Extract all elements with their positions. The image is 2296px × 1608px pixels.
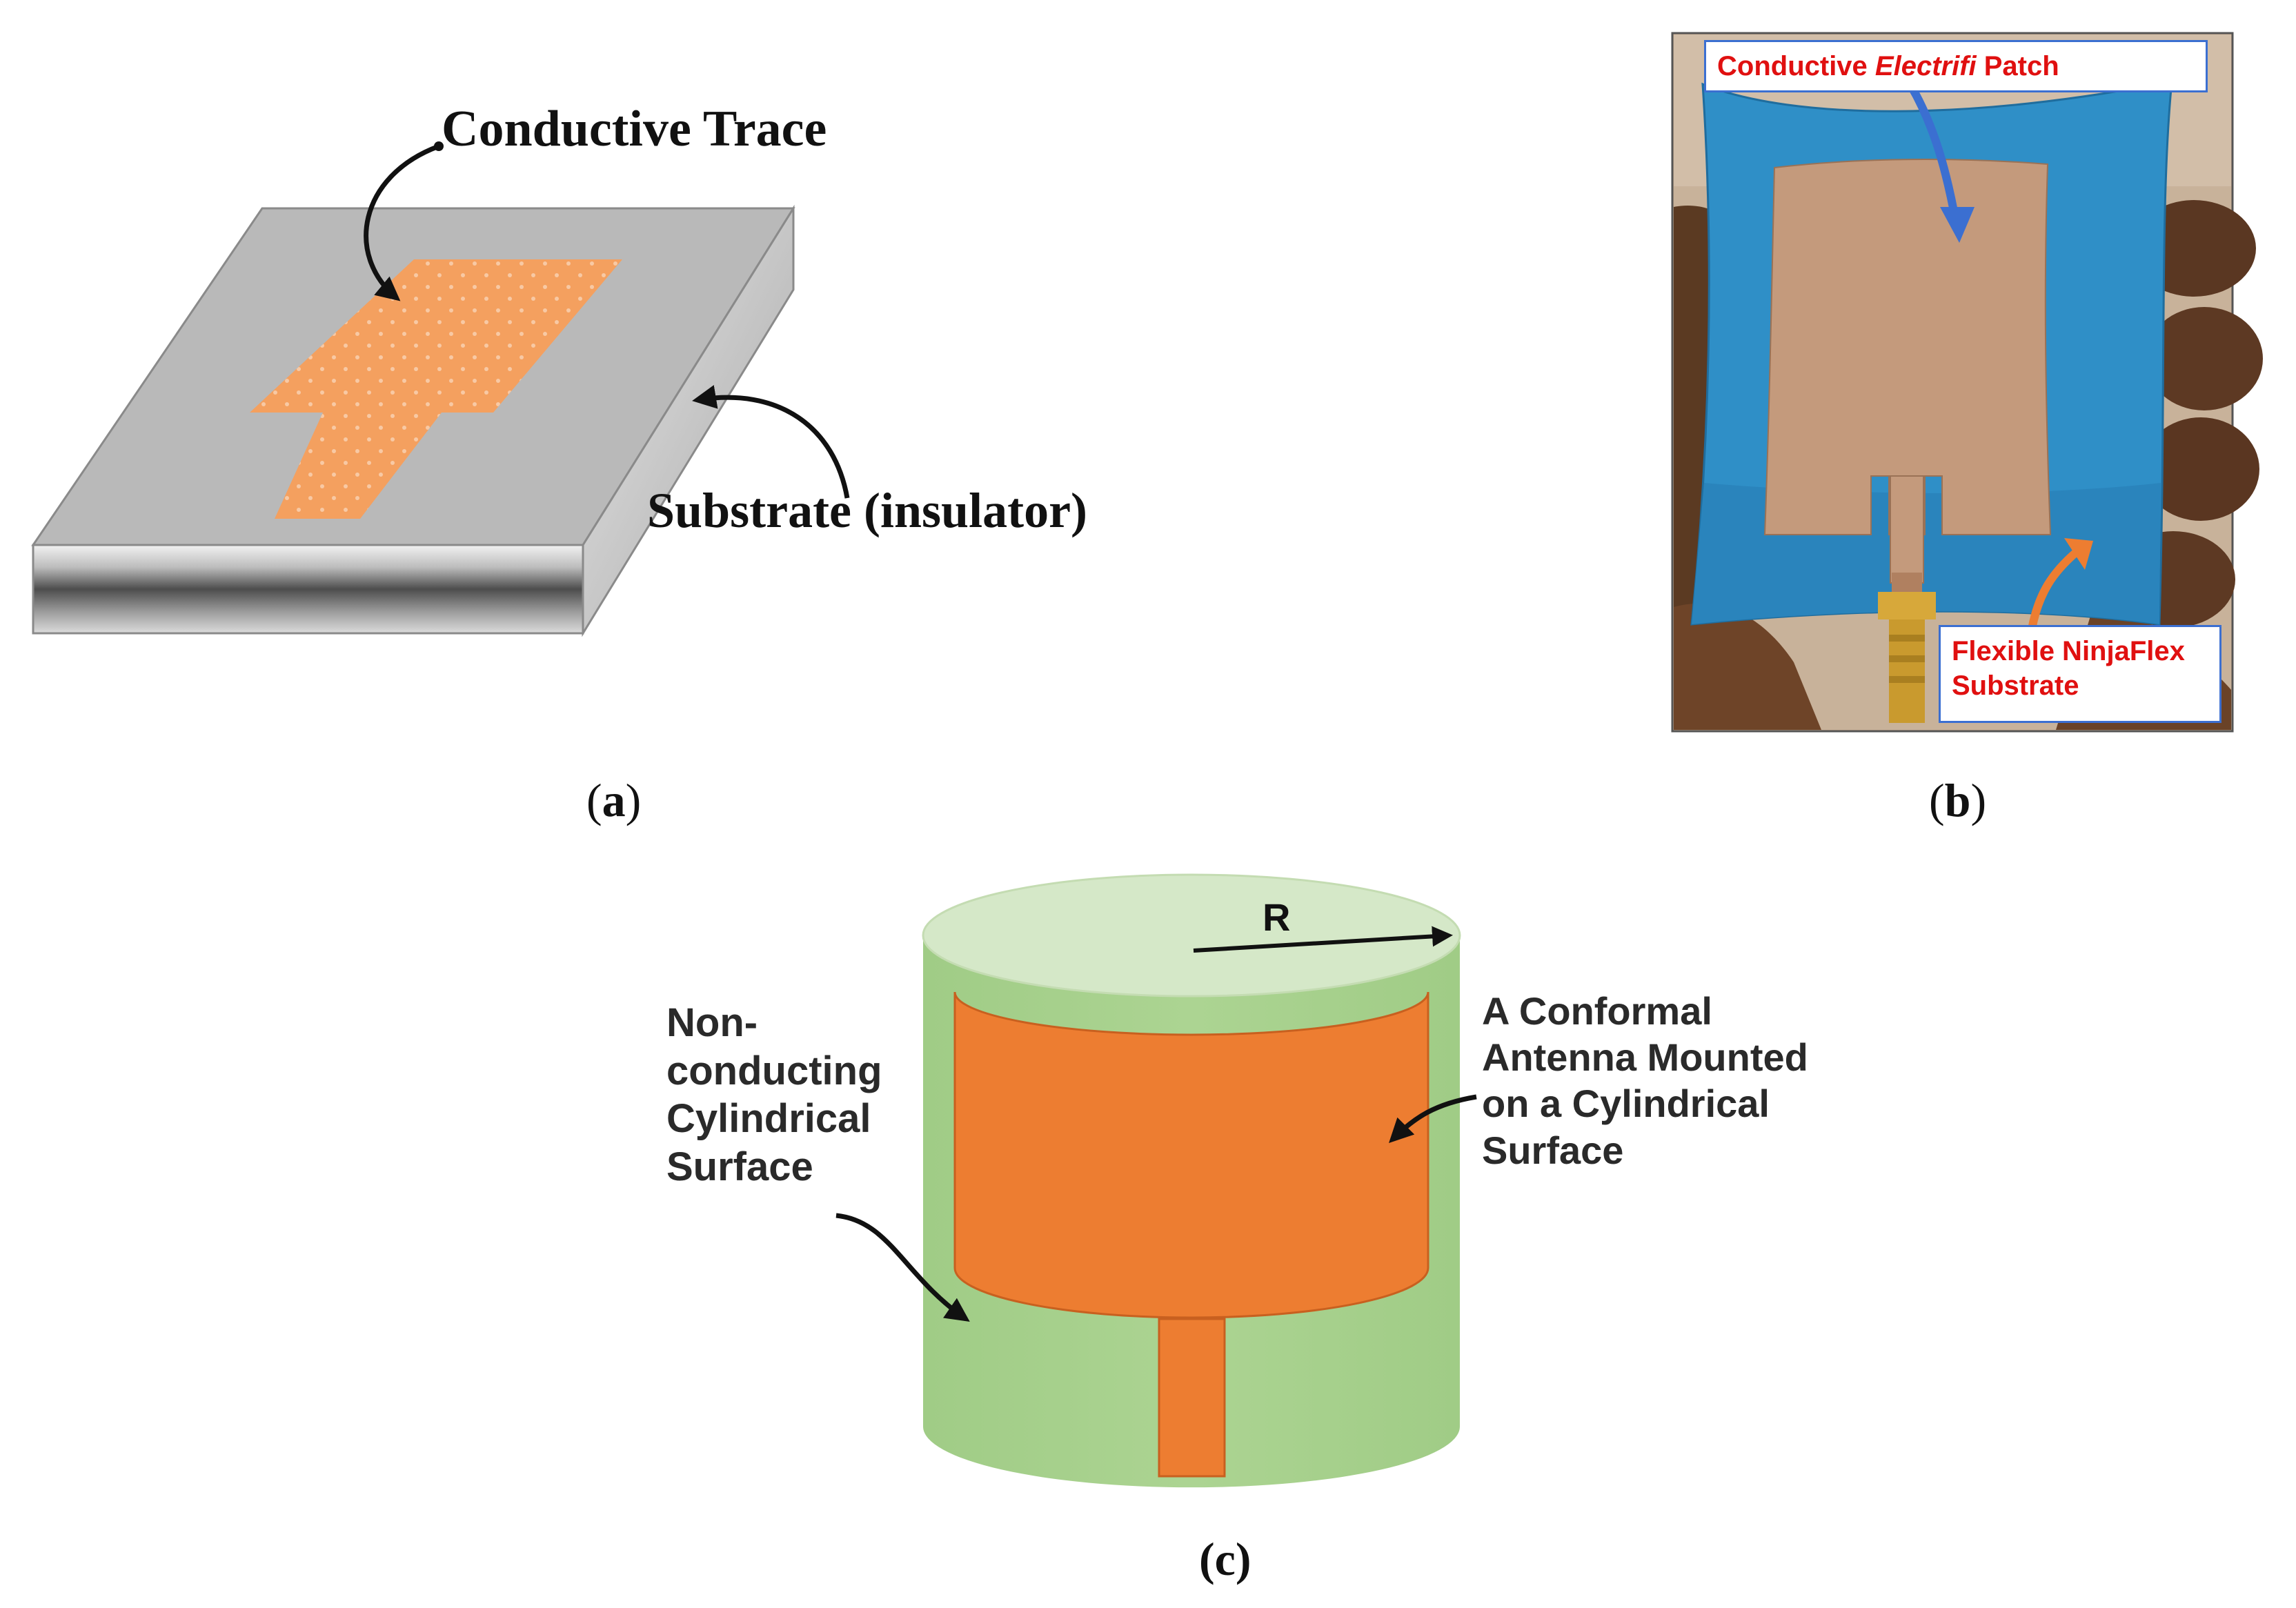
antenna-feed-line [1158,1318,1226,1478]
conductive-trace-label: Conductive Trace [442,101,827,157]
right-label-arrow [1389,1094,1477,1143]
panel-c-cylinder [922,873,1461,1488]
ninjaflex-substrate-callout: Flexible NinjaFlex Substrate [1939,625,2221,723]
substrate-front-face [32,544,584,635]
caption-b: (b) [1929,774,1987,826]
label-line: Surface [1482,1128,1624,1172]
radius-label: R [1263,895,1291,939]
radius-arrow [1193,926,1453,953]
electrifi-patch-callout: Conductive Electrifi Patch [1704,40,2208,92]
label-line: Cylindrical [666,1096,871,1142]
callout-line: Substrate [1952,671,2079,701]
label-line: Surface [666,1144,813,1189]
cylinder-top [922,873,1461,997]
label-line: A Conformal [1482,989,1712,1033]
label-line: Antenna Mounted [1482,1035,1808,1080]
trace-arrow [364,143,440,301]
caption-a: (a) [586,774,642,826]
substrate-arrow [692,385,850,499]
left-label-arrow [835,1213,970,1322]
conformal-antenna-patch [953,991,1429,1319]
conformal-antenna-label: A Conformal Antenna Mounted on a Cylindr… [1482,988,1808,1173]
label-line: on a Cylindrical [1482,1082,1770,1126]
non-conducting-label: Non- conducting Cylindrical Surface [666,999,882,1191]
callout-line: Flexible NinjaFlex [1952,636,2185,666]
substrate-label: Substrate (insulator) [647,483,1088,538]
electrifi-patch [1763,159,2052,535]
substrate-orange-arrow [2028,548,2079,631]
caption-c: (c) [1199,1533,1251,1585]
label-line: Non- [666,1000,758,1045]
label-line: conducting [666,1048,882,1093]
